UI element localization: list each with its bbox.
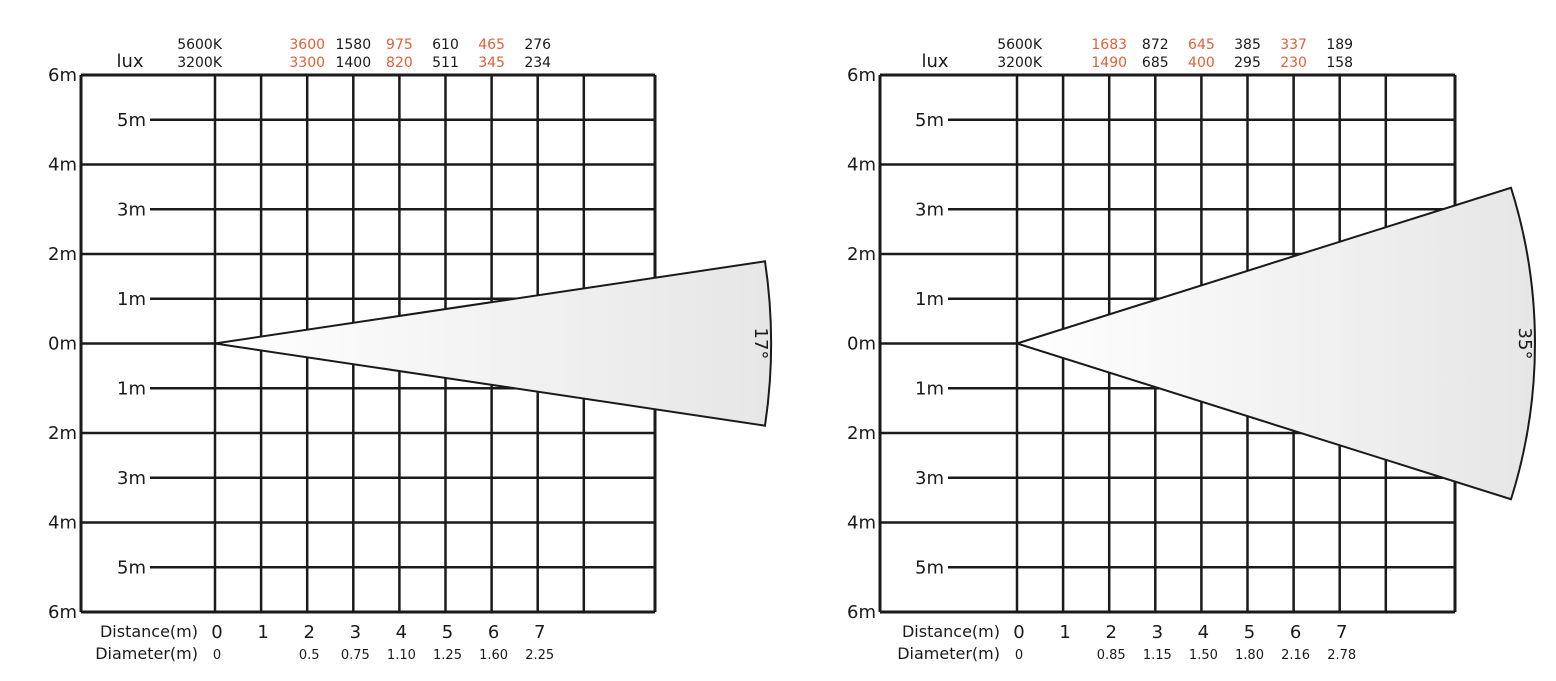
lux-value: 337 — [1280, 37, 1307, 53]
diameter-value: 2.78 — [1327, 648, 1356, 663]
y-axis-label: 4m — [847, 513, 876, 534]
color-temperature-label: 5600K — [997, 37, 1043, 53]
y-axis-label: 5m — [117, 557, 146, 578]
lux-label: lux — [116, 51, 143, 72]
y-axis-label: 2m — [847, 423, 876, 444]
diameter-value: 1.80 — [1235, 648, 1264, 663]
diameter-value: 2.16 — [1281, 648, 1310, 663]
diameter-value: 2.25 — [525, 648, 554, 663]
lux-value: 465 — [478, 37, 505, 53]
y-axis-label: 1m — [117, 378, 146, 399]
distance-tick-label: 3 — [350, 622, 361, 643]
lux-value: 3600 — [289, 37, 325, 53]
y-axis-label: 6m — [48, 65, 77, 86]
y-axis-label: 1m — [915, 289, 944, 310]
beam-angle-label: 35° — [1514, 328, 1535, 360]
y-axis-label: 4m — [847, 155, 876, 176]
y-axis-label: 0m — [847, 334, 876, 355]
distance-tick-label: 6 — [1290, 622, 1301, 643]
y-axis-label: 0m — [48, 334, 77, 355]
diameter-value: 1.10 — [387, 648, 416, 663]
lux-value: 1490 — [1091, 55, 1127, 71]
lux-value: 400 — [1188, 55, 1215, 71]
y-axis-label: 6m — [847, 602, 876, 623]
lux-value: 345 — [478, 55, 505, 71]
lux-value: 645 — [1188, 37, 1215, 53]
y-axis-label: 3m — [915, 199, 944, 220]
lux-label: lux — [921, 51, 948, 72]
diameter-value: 0 — [213, 648, 221, 663]
distance-tick-label: 4 — [1198, 622, 1209, 643]
distance-tick-label: 0 — [1013, 622, 1024, 643]
light-beam-cone — [1013, 186, 1536, 501]
color-temperature-label: 5600K — [177, 37, 223, 53]
diameter-value: 0.85 — [1097, 648, 1126, 663]
lux-value: 189 — [1326, 37, 1353, 53]
lux-value: 1580 — [335, 37, 371, 53]
lux-value: 158 — [1326, 55, 1353, 71]
y-axis-label: 2m — [48, 423, 77, 444]
distance-label: Distance(m) — [902, 622, 1000, 641]
lux-value: 276 — [524, 37, 551, 53]
lux-value: 295 — [1234, 55, 1261, 71]
lux-value: 872 — [1142, 37, 1169, 53]
diameter-value: 0 — [1015, 648, 1023, 663]
y-axis-label: 5m — [915, 557, 944, 578]
lux-value: 685 — [1142, 55, 1169, 71]
diameter-value: 0.5 — [299, 648, 320, 663]
y-axis-label: 4m — [48, 155, 77, 176]
y-axis-label: 6m — [847, 65, 876, 86]
distance-tick-label: 1 — [1059, 622, 1070, 643]
y-axis-label: 5m — [117, 110, 146, 131]
diameter-value: 1.15 — [1143, 648, 1172, 663]
diameter-value: 0.75 — [341, 648, 370, 663]
distance-tick-label: 3 — [1152, 622, 1163, 643]
light-beam-cone — [214, 260, 773, 427]
y-axis-label: 4m — [48, 513, 77, 534]
lux-value: 3300 — [289, 55, 325, 71]
distance-tick-label: 5 — [1244, 622, 1255, 643]
y-axis-label: 1m — [117, 289, 146, 310]
diameter-label: Diameter(m) — [95, 644, 198, 663]
y-axis-label: 3m — [117, 199, 146, 220]
distance-tick-label: 2 — [303, 622, 314, 643]
y-axis-label: 6m — [48, 602, 77, 623]
lux-value: 610 — [432, 37, 459, 53]
distance-tick-label: 1 — [257, 622, 268, 643]
diameter-value: 1.25 — [433, 648, 462, 663]
y-axis-label: 3m — [915, 468, 944, 489]
y-axis-label: 5m — [915, 110, 944, 131]
diameter-label: Diameter(m) — [897, 644, 1000, 663]
y-axis-label: 3m — [117, 468, 146, 489]
lux-value: 1683 — [1091, 37, 1127, 53]
distance-tick-label: 7 — [534, 622, 545, 643]
color-temperature-label: 3200K — [177, 55, 223, 71]
lux-value: 1400 — [335, 55, 371, 71]
y-axis-label: 2m — [48, 244, 77, 265]
lux-value: 511 — [432, 55, 459, 71]
distance-tick-label: 2 — [1105, 622, 1116, 643]
lux-value: 975 — [386, 37, 413, 53]
distance-tick-label: 4 — [396, 622, 407, 643]
distance-tick-label: 6 — [488, 622, 499, 643]
lux-value: 820 — [386, 55, 413, 71]
distance-tick-label: 7 — [1336, 622, 1347, 643]
distance-label: Distance(m) — [100, 622, 198, 641]
y-axis-label: 1m — [915, 378, 944, 399]
lux-value: 385 — [1234, 37, 1261, 53]
color-temperature-label: 3200K — [997, 55, 1043, 71]
distance-tick-label: 0 — [211, 622, 222, 643]
diameter-value: 1.60 — [479, 648, 508, 663]
beam-angle-label: 17° — [750, 328, 771, 360]
lux-value: 234 — [524, 55, 551, 71]
diameter-value: 1.50 — [1189, 648, 1218, 663]
distance-tick-label: 5 — [442, 622, 453, 643]
y-axis-label: 2m — [847, 244, 876, 265]
lux-value: 230 — [1280, 55, 1307, 71]
